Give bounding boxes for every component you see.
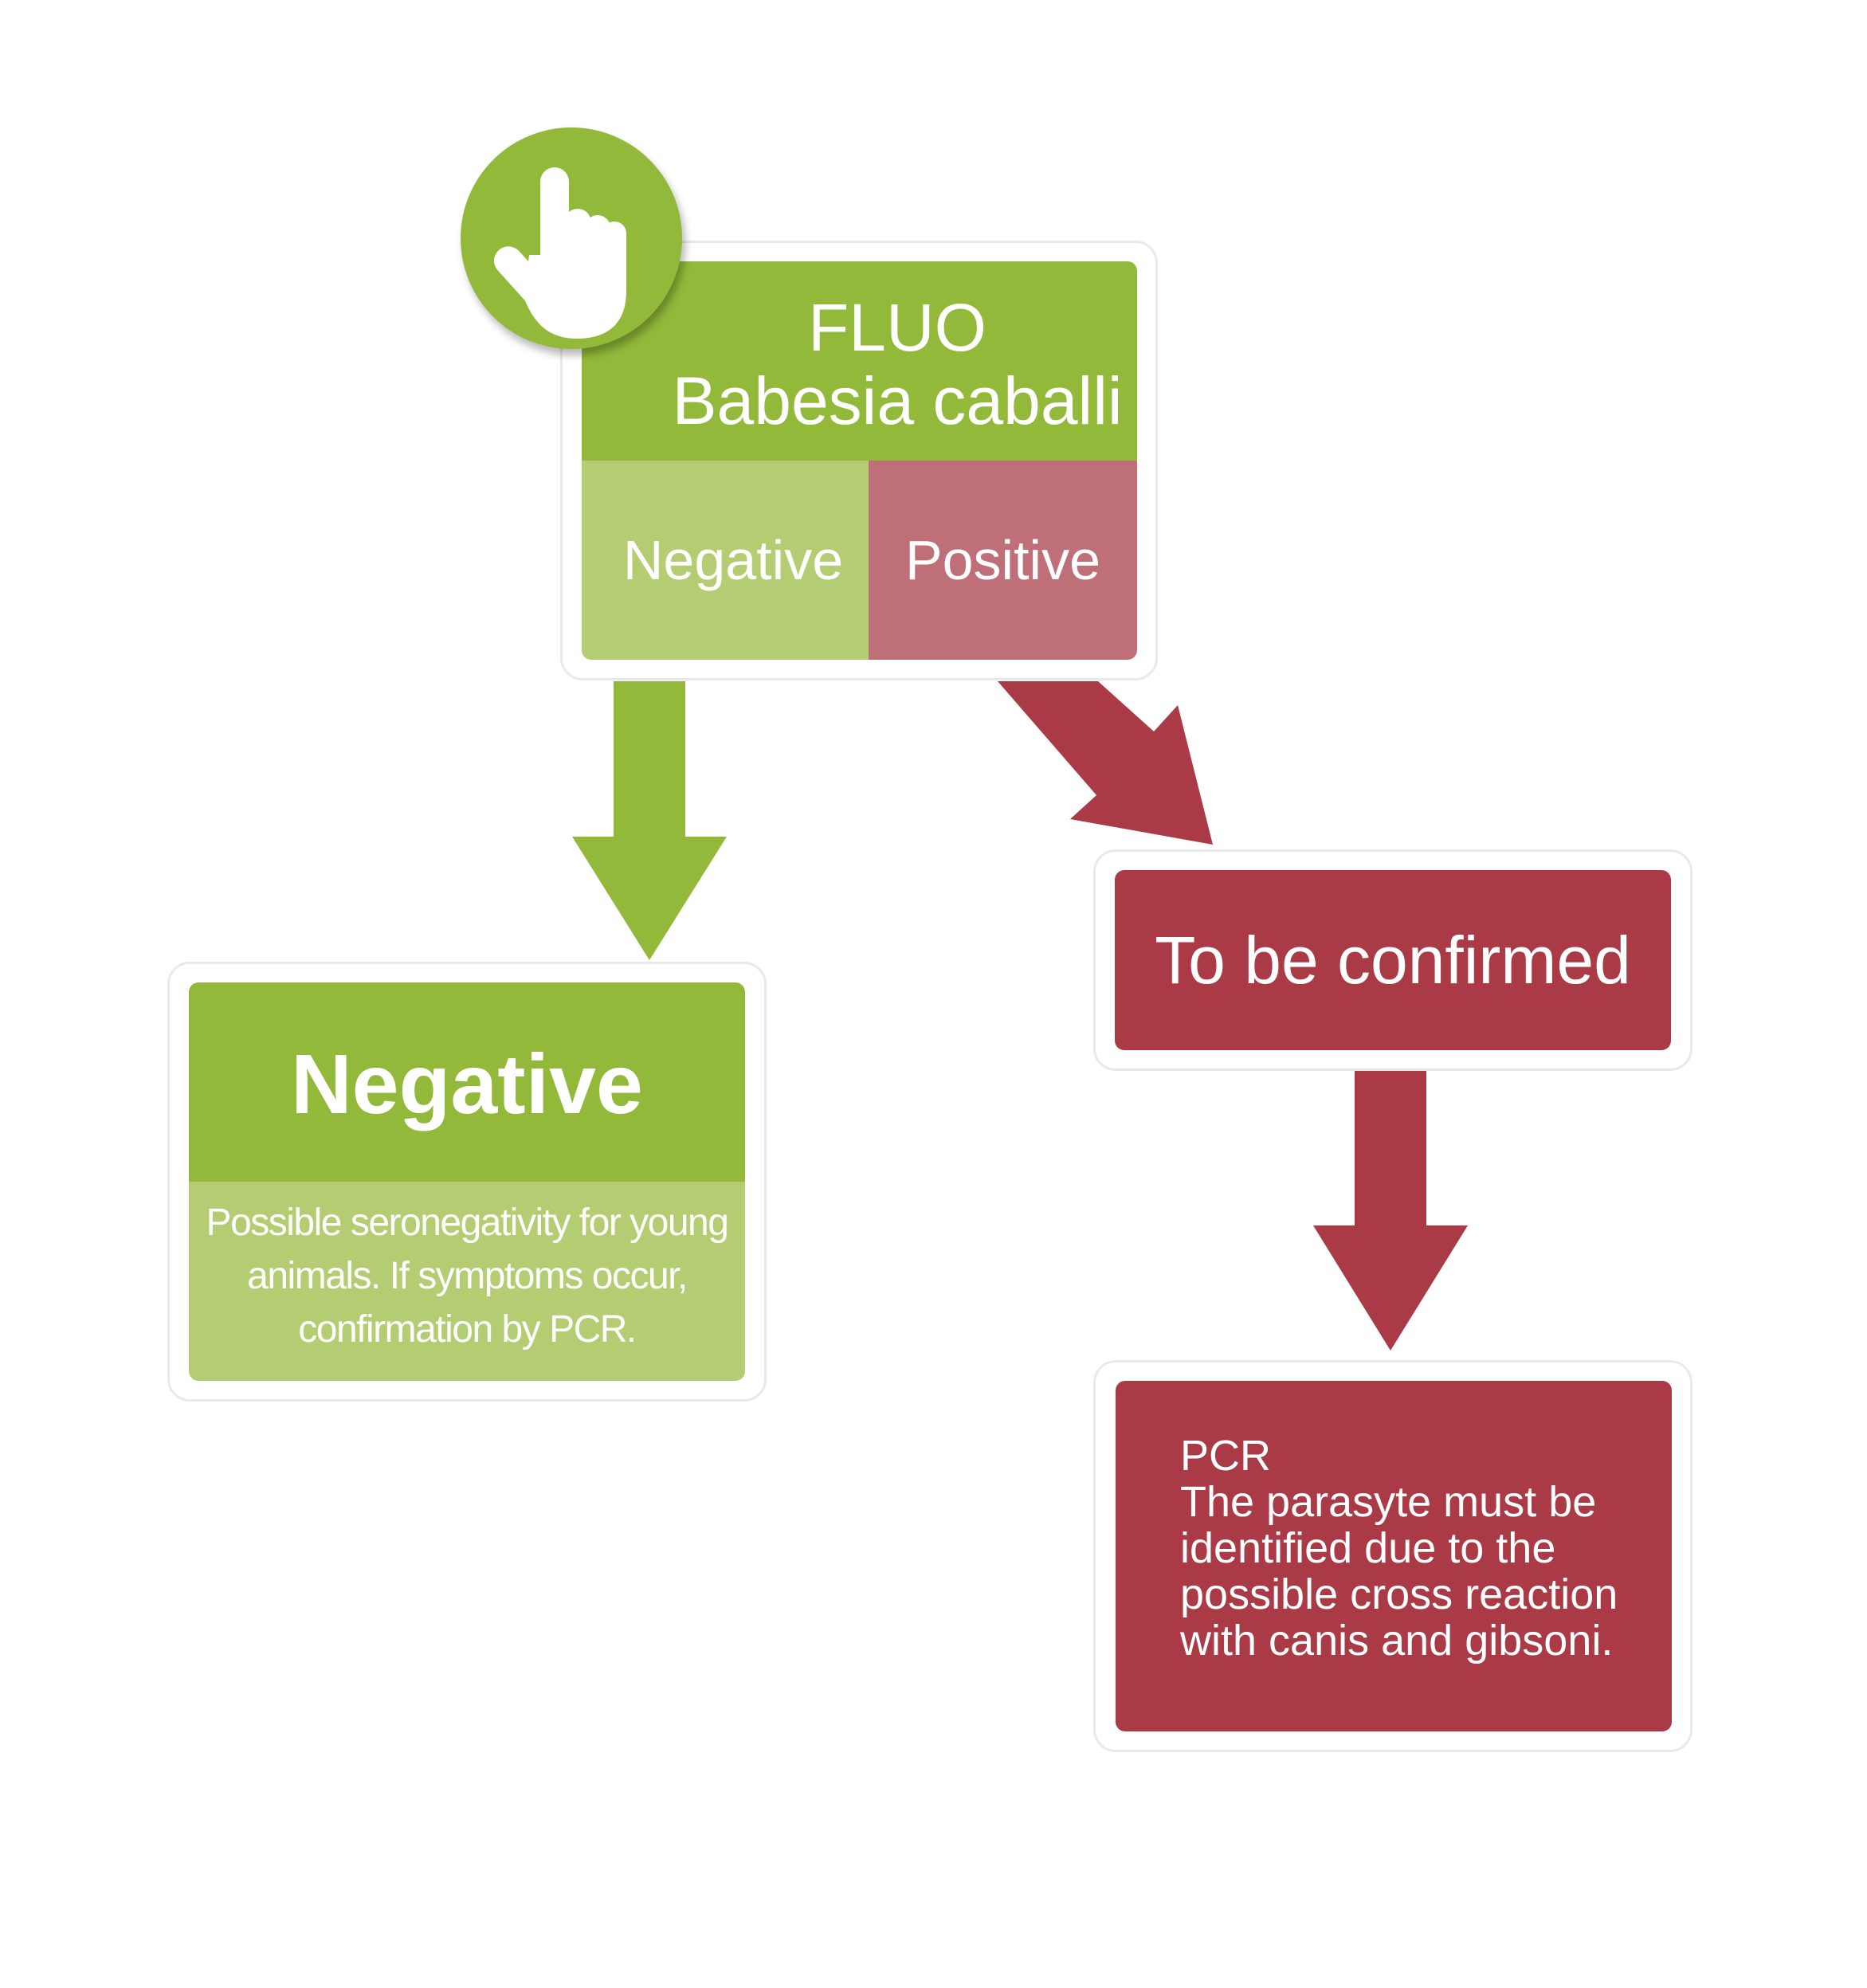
negative-node-description-line2: animals. If symptoms occur, xyxy=(247,1255,688,1297)
arrow-to-pcr xyxy=(1313,1070,1468,1351)
arrow-to-negative xyxy=(572,681,727,960)
confirm-node: To be confirmed xyxy=(1115,870,1671,1050)
negative-node-description-line3: confirmation by PCR. xyxy=(298,1308,637,1351)
pcr-node-line2: The parasyte must be xyxy=(1180,1478,1597,1526)
negative-branch-label[interactable]: Negative xyxy=(582,461,869,660)
pointing-hand-badge[interactable] xyxy=(461,127,682,349)
positive-branch-label-text: Positive xyxy=(904,529,1101,591)
pointing-hand-icon xyxy=(494,167,626,339)
pcr-node-line3: identified due to the xyxy=(1180,1524,1556,1572)
pcr-node-line1: PCR xyxy=(1180,1432,1272,1480)
negative-branch-label-text: Negative xyxy=(622,529,844,591)
negative-node-description: Possible seronegativity for young animal… xyxy=(189,1182,745,1381)
negative-node: Negative Possible seronegativity for you… xyxy=(189,982,745,1381)
start-node-title-line2: Babesia caballi xyxy=(672,363,1123,438)
start-node: FLUO Babesia caballi Negative Positive xyxy=(582,261,1137,660)
positive-branch-label[interactable]: Positive xyxy=(869,461,1137,660)
start-node-title-line1: FLUO xyxy=(807,290,987,365)
negative-node-description-line1: Possible seronegativity for young xyxy=(206,1202,729,1244)
pcr-node: PCR The parasyte must be identified due … xyxy=(1116,1381,1672,1731)
pcr-node-line5: with canis and gibsoni. xyxy=(1180,1617,1614,1665)
start-node-title: FLUO Babesia caballi xyxy=(582,261,1137,461)
confirm-node-title: To be confirmed xyxy=(1155,922,1631,998)
pcr-node-line4: possible cross reaction xyxy=(1180,1570,1618,1618)
arrow-to-confirm xyxy=(998,681,1213,845)
negative-node-title: Negative xyxy=(189,982,745,1182)
